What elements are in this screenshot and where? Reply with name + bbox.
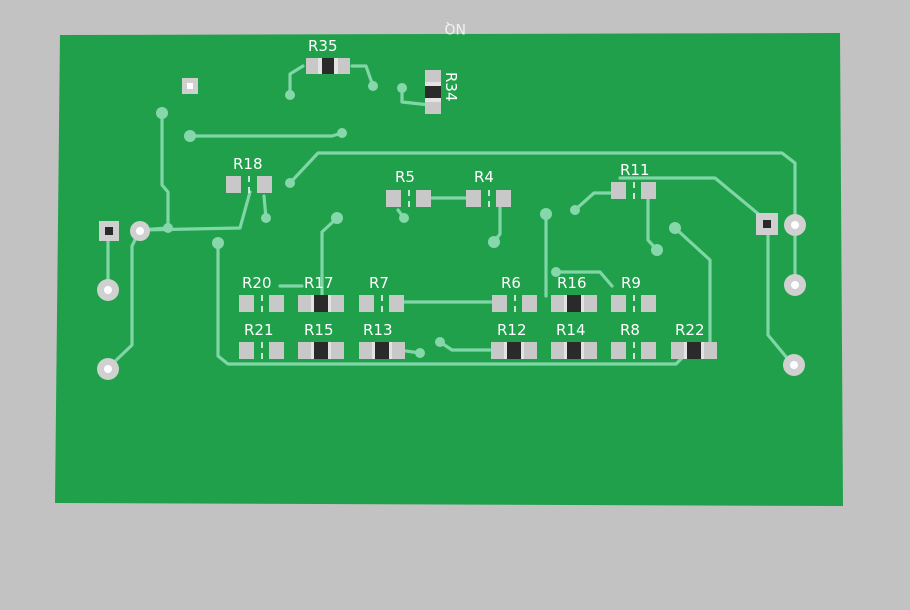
- pad-hole: [104, 365, 112, 373]
- pad-hole: [791, 281, 799, 289]
- through-hole-pads: [97, 78, 806, 380]
- reference-label: R14: [556, 321, 586, 339]
- reference-label: R17: [304, 274, 334, 292]
- reference-label: R22: [675, 321, 705, 339]
- via: [651, 244, 663, 256]
- resistor-R17[interactable]: R17: [298, 274, 344, 312]
- reference-label: R9: [621, 274, 641, 292]
- via: [285, 178, 295, 188]
- pad-hole: [791, 221, 799, 229]
- via: [415, 348, 425, 358]
- reference-label: R18: [233, 155, 263, 173]
- via: [261, 213, 271, 223]
- resistor-R16[interactable]: R16: [551, 274, 597, 312]
- reference-label: R6: [501, 274, 521, 292]
- pad-hole: [105, 227, 113, 235]
- pad-hole: [136, 227, 144, 235]
- trace: [573, 191, 614, 212]
- via: [285, 90, 295, 100]
- via: [399, 213, 409, 223]
- via: [551, 267, 561, 277]
- component-layer: R35 R34 R18 R5: [226, 37, 717, 359]
- resistor-R12[interactable]: R12: [491, 321, 537, 359]
- resistor-R18[interactable]: R18: [226, 155, 272, 193]
- via: [669, 222, 681, 234]
- reference-label: R20: [242, 274, 272, 292]
- resistor-R34[interactable]: R34: [425, 70, 460, 114]
- via: [540, 208, 552, 220]
- via: [488, 236, 500, 248]
- trace: [138, 190, 252, 232]
- via: [337, 128, 347, 138]
- reference-label: R12: [497, 321, 527, 339]
- resistor-R22[interactable]: R22: [671, 321, 717, 359]
- resistor-R13[interactable]: R13: [359, 321, 405, 359]
- via: [435, 337, 445, 347]
- pcb-board: [55, 33, 843, 506]
- reference-label: R4: [474, 168, 494, 186]
- reference-label: R34: [442, 72, 460, 102]
- trace: [673, 226, 712, 348]
- via: [156, 107, 168, 119]
- resistor-R35[interactable]: R35: [306, 37, 350, 74]
- pad-hole: [790, 361, 798, 369]
- resistor-R6[interactable]: R6: [492, 274, 537, 312]
- via: [184, 130, 196, 142]
- trace: [618, 176, 770, 224]
- reference-label: R21: [244, 321, 274, 339]
- resistor-R14[interactable]: R14: [551, 321, 597, 359]
- mirrored-board-text: ΝQ: [445, 20, 467, 36]
- reference-label: R16: [557, 274, 587, 292]
- reference-label: R5: [395, 168, 415, 186]
- via: [397, 83, 407, 93]
- pad-hole: [763, 220, 771, 228]
- via: [368, 81, 378, 91]
- reference-label: R7: [369, 274, 389, 292]
- reference-label: R15: [304, 321, 334, 339]
- resistor-R15[interactable]: R15: [298, 321, 344, 359]
- via: [212, 237, 224, 249]
- reference-label: R11: [620, 161, 650, 179]
- resistor-R21[interactable]: R21: [239, 321, 284, 359]
- pad-hole: [187, 83, 193, 89]
- trace: [288, 151, 797, 227]
- resistor-R7[interactable]: R7: [359, 274, 404, 312]
- trace: [320, 216, 339, 302]
- vias: [156, 81, 681, 358]
- trace: [766, 223, 794, 366]
- resistor-R11[interactable]: R11: [611, 161, 656, 199]
- resistor-R8[interactable]: R8: [611, 321, 656, 359]
- via: [570, 205, 580, 215]
- trace: [288, 64, 305, 97]
- resistor-R4[interactable]: R4: [466, 168, 511, 207]
- trace: [554, 270, 614, 288]
- pad-hole: [104, 286, 112, 294]
- trace: [350, 64, 375, 88]
- trace: [216, 241, 686, 366]
- via: [331, 212, 343, 224]
- reference-label: R13: [363, 321, 393, 339]
- resistor-R20[interactable]: R20: [239, 274, 284, 312]
- via: [163, 223, 173, 233]
- resistor-R5[interactable]: R5: [386, 168, 431, 207]
- resistor-R9[interactable]: R9: [611, 274, 656, 312]
- reference-label: R8: [620, 321, 640, 339]
- reference-label: R35: [308, 37, 338, 55]
